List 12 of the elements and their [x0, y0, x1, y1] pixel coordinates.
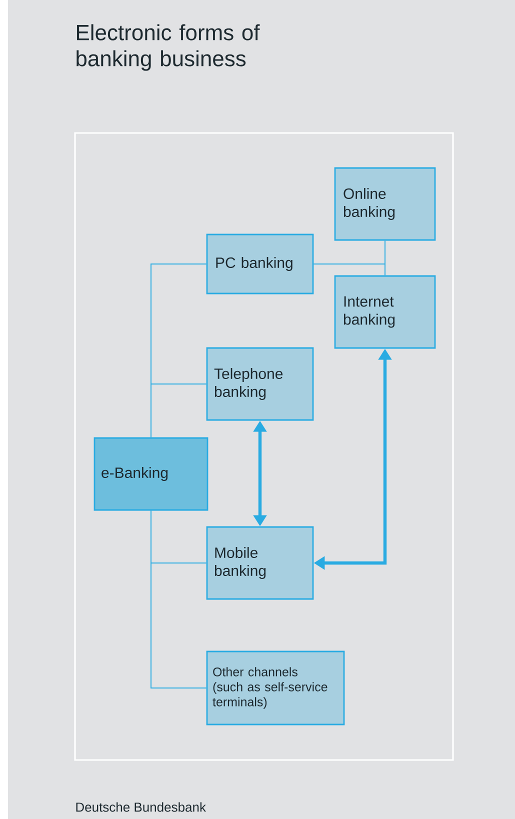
- channel-box: Mobile banking: [206, 526, 314, 600]
- title: Electronic forms of banking business: [76, 24, 260, 71]
- main-box: e-Banking: [94, 437, 208, 511]
- connector-line: [150, 510, 207, 688]
- channel-box: Online banking: [334, 167, 436, 241]
- channel-box: Other channels (such as self-service terminals): [206, 650, 345, 726]
- connector-line: [313, 264, 386, 276]
- source-note: Deutsche Bundesbank: [76, 802, 206, 812]
- connector-line: [150, 384, 207, 438]
- channel-box: Internet banking: [334, 275, 436, 349]
- channel-box: Telephone banking: [206, 347, 314, 421]
- channel-box: PC banking: [206, 234, 314, 294]
